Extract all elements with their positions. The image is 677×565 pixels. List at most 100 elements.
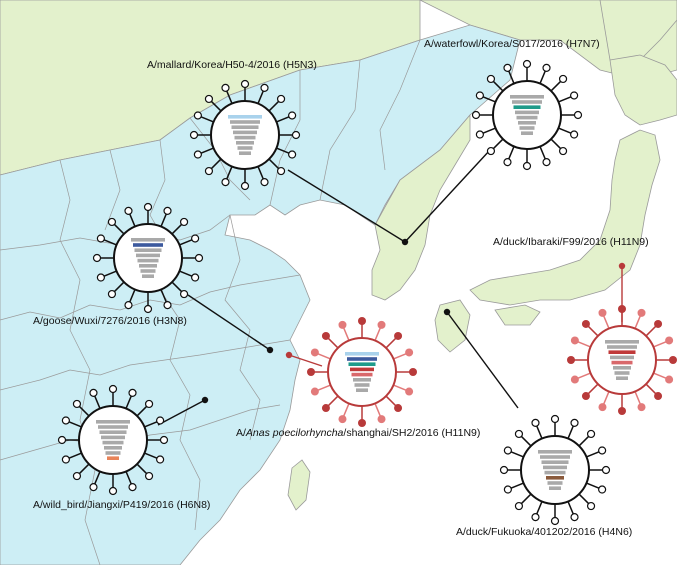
virus-spike bbox=[171, 223, 183, 235]
gene-segment-6 bbox=[139, 264, 157, 268]
virus-spike bbox=[587, 383, 599, 395]
virus-fukuoka bbox=[499, 414, 611, 526]
virus-spike-head bbox=[542, 63, 551, 72]
label-goose: A/goose/Wuxi/7276/2016 (H3N8) bbox=[33, 315, 187, 327]
virus-spike bbox=[634, 391, 642, 405]
virus-spike bbox=[520, 435, 532, 447]
virus-spike bbox=[510, 482, 524, 490]
gene-segment-7 bbox=[105, 451, 121, 455]
virus-spike-head bbox=[338, 415, 347, 424]
virus-spike bbox=[342, 403, 350, 417]
virus-spike bbox=[342, 327, 350, 341]
virus-spike bbox=[385, 395, 397, 407]
virus-spike bbox=[268, 100, 280, 112]
gene-segment-8 bbox=[107, 456, 119, 460]
virus-spike bbox=[577, 372, 591, 380]
gene-segment-4 bbox=[350, 367, 374, 372]
gene-segment-3 bbox=[134, 248, 162, 252]
virus-spike-head bbox=[637, 308, 646, 317]
label-mallard: A/mallard/Korea/H50-4/2016 (H5N3) bbox=[147, 59, 317, 71]
leader-line-fukuoka bbox=[446, 311, 519, 409]
virus-spike-head bbox=[377, 320, 386, 329]
virus-spike bbox=[210, 100, 222, 112]
virus-spike bbox=[327, 337, 339, 349]
virus-spike-head bbox=[276, 94, 286, 104]
virus-spike-head bbox=[143, 202, 153, 212]
virus-spike-head bbox=[531, 418, 540, 427]
gene-segment-1 bbox=[538, 450, 572, 454]
virus-spike-head bbox=[405, 387, 414, 396]
virus-spike bbox=[550, 80, 562, 92]
virus-spike-head bbox=[92, 253, 102, 263]
virus-spike-head bbox=[542, 158, 551, 167]
virus-spike bbox=[128, 289, 136, 303]
gene-segment-6 bbox=[236, 141, 254, 145]
virus-spike-head bbox=[567, 356, 575, 364]
virus-mallard bbox=[189, 79, 301, 191]
virus-spike bbox=[586, 450, 600, 458]
virus-spike-head bbox=[124, 301, 133, 310]
virus-spike-head bbox=[358, 317, 366, 325]
virus-spike-head bbox=[96, 234, 105, 243]
gene-segment-4 bbox=[136, 253, 160, 258]
virus-spike-head bbox=[581, 392, 590, 401]
virus-spike bbox=[179, 238, 193, 246]
gene-segment-4 bbox=[543, 465, 567, 470]
virus-spike-head bbox=[550, 516, 560, 526]
gene-segment-6 bbox=[546, 476, 564, 480]
virus-spike-head bbox=[405, 348, 414, 357]
province-borders bbox=[0, 39, 421, 565]
virus-spike bbox=[68, 452, 82, 460]
virus-spike bbox=[393, 352, 407, 360]
virus-spike bbox=[393, 384, 407, 392]
gene-segment-1 bbox=[345, 352, 379, 356]
virus-spike bbox=[276, 147, 290, 155]
virus-spike-head bbox=[260, 83, 269, 92]
virus-spike bbox=[482, 95, 496, 103]
virus-spike bbox=[550, 138, 562, 150]
virus-spike-head bbox=[240, 181, 250, 191]
leader-line-mallard bbox=[287, 169, 406, 243]
virus-spike bbox=[171, 281, 183, 293]
virus-spike-head bbox=[377, 415, 386, 424]
gene-segment-4 bbox=[515, 110, 539, 115]
virus-spike-head bbox=[193, 150, 202, 159]
virus-envelope bbox=[587, 325, 657, 395]
label-waterfowl: A/waterfowl/Korea/S017/2016 (H7N7) bbox=[424, 38, 600, 50]
virus-spike-head bbox=[321, 331, 330, 340]
virus-spike bbox=[78, 463, 90, 475]
location-dot-fukuoka bbox=[443, 308, 451, 316]
virus-spike-head bbox=[522, 59, 532, 69]
virus-spike-head bbox=[191, 273, 200, 282]
virus-spike bbox=[113, 281, 125, 293]
virus-spike-head bbox=[307, 368, 315, 376]
virus-spike bbox=[125, 471, 133, 485]
virus-spike-head bbox=[204, 166, 214, 176]
virus-spike-head bbox=[193, 111, 202, 120]
land-shikoku bbox=[494, 304, 541, 326]
virus-spike-head bbox=[573, 110, 583, 120]
virus-spike bbox=[492, 138, 504, 150]
gene-segment-2 bbox=[98, 425, 128, 429]
virus-spike-head bbox=[503, 446, 512, 455]
virus-spike-head bbox=[57, 435, 67, 445]
virus-spike-head bbox=[531, 513, 540, 522]
virus-spike-head bbox=[108, 486, 118, 496]
gene-segment-1 bbox=[96, 420, 130, 424]
gene-segment-1 bbox=[131, 238, 165, 242]
virus-spike-head bbox=[514, 429, 524, 439]
virus-spike-head bbox=[107, 217, 117, 227]
virus-spike-head bbox=[471, 110, 481, 120]
virus-spike-head bbox=[618, 305, 626, 313]
virus-spike bbox=[602, 315, 610, 329]
gene-segment-5 bbox=[102, 440, 124, 445]
virus-spike-head bbox=[598, 403, 607, 412]
virus-spike-head bbox=[72, 399, 82, 409]
virus-spike-head bbox=[96, 273, 105, 282]
virus-spike bbox=[317, 384, 331, 392]
gene-segment-1 bbox=[605, 340, 639, 344]
virus-spike bbox=[125, 395, 133, 409]
virus-spike-head bbox=[159, 435, 169, 445]
label-ibaraki: A/duck/Ibaraki/F99/2016 (H11N9) bbox=[493, 236, 649, 248]
gene-segment-4 bbox=[233, 130, 257, 135]
